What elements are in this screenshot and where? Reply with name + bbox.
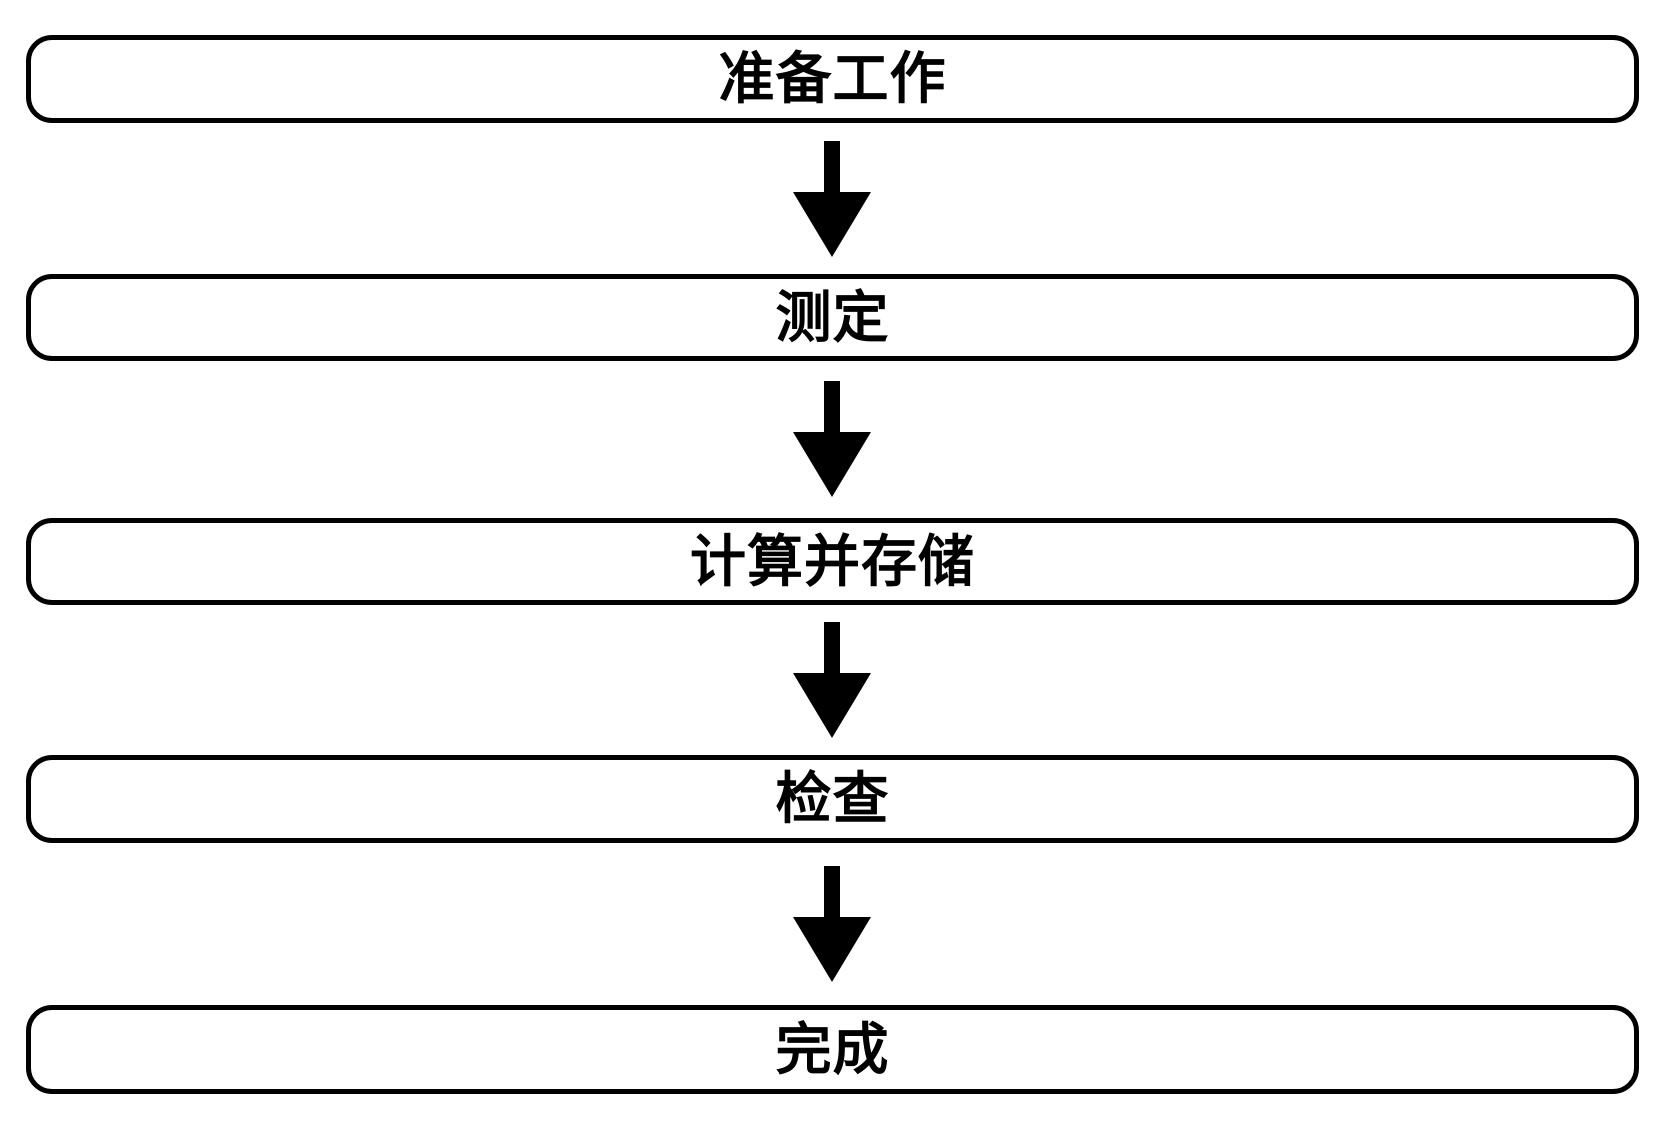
arrow-head	[793, 432, 871, 497]
down-arrow-icon	[793, 622, 871, 738]
flow-step-2-label: 测定	[775, 285, 890, 349]
arrow-stem	[824, 381, 840, 436]
arrow-stem	[824, 866, 840, 921]
down-arrow-icon	[793, 141, 871, 257]
flow-step-1: 准备工作	[26, 35, 1639, 123]
flow-step-4: 检查	[26, 755, 1639, 843]
flow-step-5-label: 完成	[775, 1017, 890, 1081]
down-arrow-icon	[793, 866, 871, 982]
flow-step-5: 完成	[26, 1005, 1639, 1094]
flow-step-2: 测定	[26, 274, 1639, 361]
arrow-stem	[824, 141, 840, 196]
arrow-head	[793, 917, 871, 982]
flow-step-3: 计算并存储	[26, 518, 1639, 605]
down-arrow-icon	[793, 381, 871, 497]
arrow-head	[793, 192, 871, 257]
arrow-stem	[824, 622, 840, 677]
flow-step-4-label: 检查	[775, 767, 890, 830]
flow-step-3-label: 计算并存储	[690, 529, 975, 593]
flow-step-1-label: 准备工作	[718, 47, 947, 110]
arrow-head	[793, 673, 871, 738]
